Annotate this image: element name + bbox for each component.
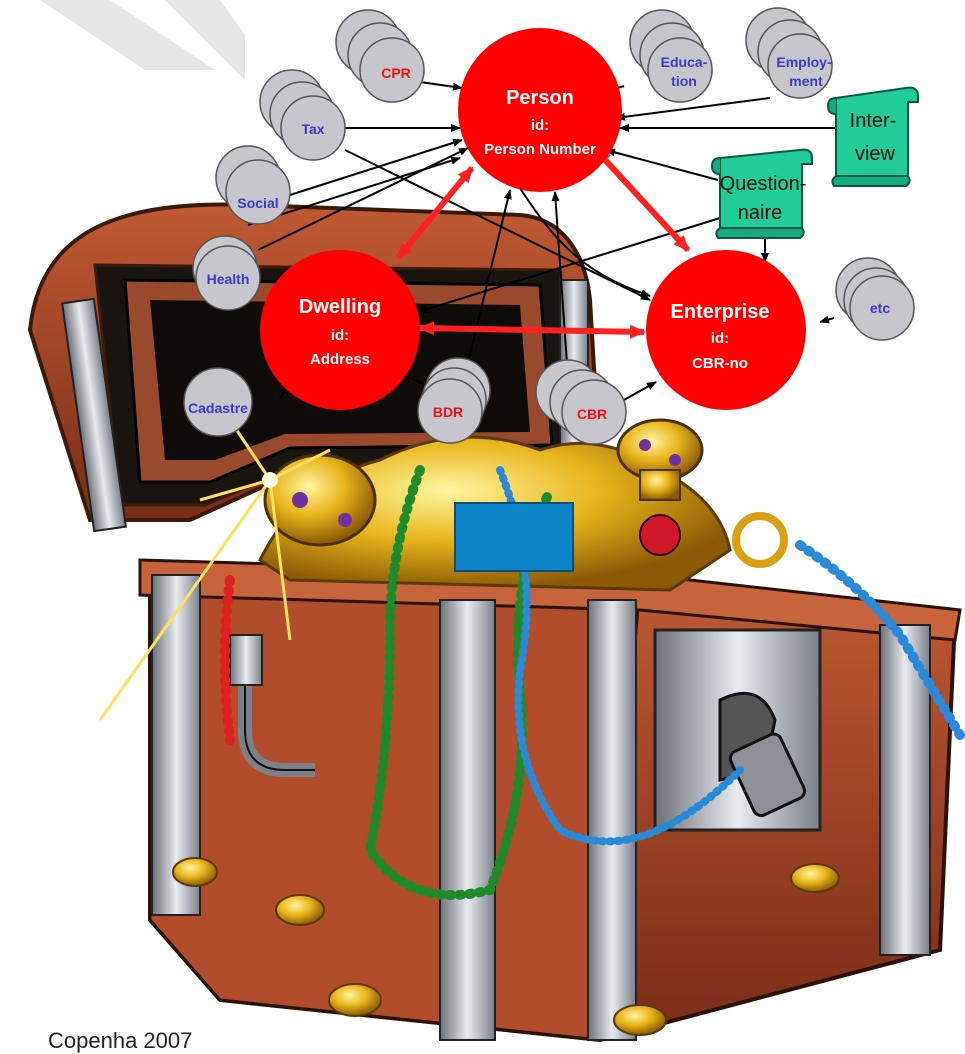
link-person-dwelling [395, 166, 475, 260]
entity-person-name: Person [506, 87, 574, 109]
source-education-label-line2: tion [671, 73, 697, 89]
arrow-person-enterprise-data [519, 187, 651, 297]
source-bdr: BDR [417, 357, 491, 444]
scroll-questionnaire-line2: naire [738, 202, 782, 224]
source-employment-label-line1: Employ- [776, 54, 832, 70]
arrow-cpr-person [419, 81, 463, 91]
source-education: Educa- tion [629, 9, 713, 103]
source-etc-label: etc [870, 300, 890, 316]
entity-dwelling-id: Address [310, 351, 370, 368]
source-health-label: Health [207, 271, 250, 287]
entity-enterprise-name: Enterprise [671, 301, 770, 323]
arrow-cbr-enterprise [623, 381, 657, 401]
scroll-questionnaire-line1: Question- [720, 173, 807, 195]
source-employment-label-line2: ment [789, 73, 823, 89]
entity-person-id-label: id: [531, 117, 549, 134]
arrow-employment-person [615, 97, 771, 121]
entity-dwelling-id-label: id: [331, 327, 349, 344]
arrow-tax-enterprise [344, 149, 651, 301]
scroll-interview-line2: view [855, 143, 896, 165]
arrow-social-person [289, 138, 463, 196]
source-education-label-line1: Educa- [661, 54, 708, 70]
source-cbr-label: CBR [577, 406, 607, 422]
scroll-questionnaire: Question- naire [710, 148, 813, 239]
corner-decoration [40, 0, 245, 80]
link-person-enterprise [593, 147, 691, 253]
arrow-cbr-person [551, 191, 569, 379]
entity-enterprise-id-label: id: [711, 330, 729, 347]
source-cpr-label: CPR [381, 65, 411, 81]
connectors [247, 81, 836, 401]
source-cadastre: Cadastre [183, 367, 253, 437]
source-cbr: CBR [535, 359, 627, 445]
source-cadastre-label: Cadastre [188, 400, 248, 416]
entity-dwelling: Dwelling id: Address [260, 250, 420, 410]
arrow-etc-enterprise [819, 315, 835, 324]
footer-text: Copenha 2007 [48, 1028, 193, 1053]
source-social: Social [215, 145, 291, 225]
source-health: Health [192, 235, 261, 311]
entity-dwelling-name: Dwelling [299, 296, 381, 318]
source-bdr-label: BDR [433, 404, 463, 420]
blue-box [454, 502, 574, 572]
arrow-bdr-person [464, 189, 512, 376]
entity-enterprise-id: CBR-no [692, 355, 748, 372]
scroll-interview-line1: Inter- [850, 110, 897, 132]
entity-enterprise: Enterprise id: CBR-no [646, 250, 806, 410]
entity-person-id: Person Number [484, 141, 596, 158]
source-cpr: CPR [335, 9, 425, 103]
source-social-label: Social [237, 195, 278, 211]
source-tax-label: Tax [301, 121, 324, 137]
source-etc: etc [835, 257, 915, 341]
scroll-interview: Inter- view [826, 86, 919, 187]
source-employment: Employ- ment [745, 7, 833, 99]
arrow-health-person [257, 147, 469, 251]
source-tax: Tax [259, 69, 346, 161]
link-dwelling-enterprise [418, 321, 646, 339]
entity-person: Person id: Person Number [458, 28, 622, 192]
